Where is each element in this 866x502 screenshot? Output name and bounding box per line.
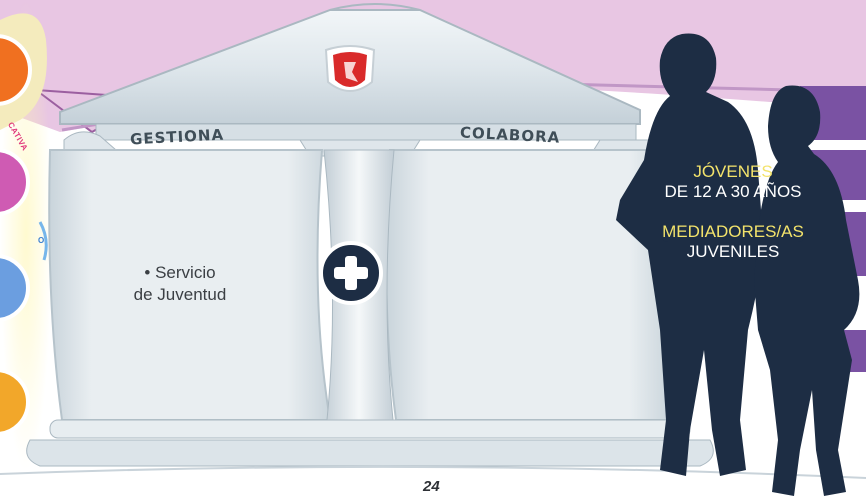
audience-line-ages: DE 12 A 30 AÑOS: [664, 182, 802, 201]
youth-couple-silhouette-icon: [616, 33, 860, 496]
audience-line-juveniles: JUVENILES: [686, 242, 780, 261]
side-caption-middle: O: [38, 236, 45, 245]
plus-icon: [319, 241, 383, 305]
service-item-line: de Juventud: [133, 285, 227, 304]
audience-line-mediadores: MEDIADORES/AS: [660, 222, 806, 242]
audience-line-jovenes: JÓVENES: [693, 162, 773, 181]
service-item-line: • Servicio: [144, 263, 216, 282]
page-number: 24: [423, 478, 440, 495]
audience-block: JÓVENES DE 12 A 30 AÑOS MEDIADORES/AS JU…: [618, 162, 848, 262]
gestiona-service-list: • Servicio de Juventud: [80, 262, 280, 306]
